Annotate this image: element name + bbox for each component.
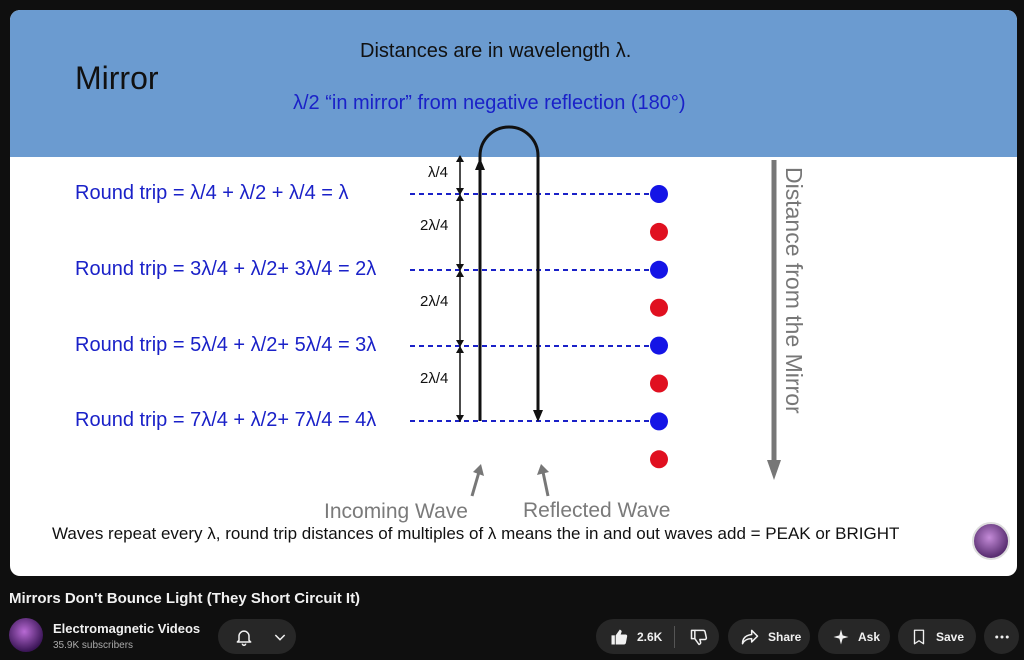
- like-count: 2.6K: [637, 629, 663, 644]
- more-icon: [993, 628, 1011, 646]
- share-button[interactable]: Share: [728, 619, 810, 654]
- blue-phase-dot: [650, 260, 668, 279]
- red-phase-dot: [650, 450, 668, 469]
- red-phase-dot: [650, 298, 668, 317]
- channel-avatar[interactable]: [9, 618, 43, 652]
- mirror-heading: Mirror: [75, 60, 159, 96]
- mirror-band: [10, 10, 1017, 157]
- video-player[interactable]: Mirror Distances are in wavelength λ. λ/…: [10, 10, 1017, 576]
- spacing-label-1: λ/4: [428, 164, 449, 181]
- bookmark-icon: [910, 628, 928, 646]
- wave-path: [478, 125, 540, 421]
- channel-watermark[interactable]: [972, 522, 1010, 560]
- like-separator: [674, 625, 676, 648]
- spacing-label-3: 2λ/4: [420, 293, 449, 310]
- round-trip-4: Round trip = 7λ/4 + λ/2+ 7λ/4 = 4λ: [75, 409, 377, 431]
- blue-phase-dot: [650, 336, 668, 355]
- distances-note: Distances are in wavelength λ.: [360, 40, 632, 62]
- dislike-button[interactable]: [675, 619, 709, 654]
- thumbs-up-icon: [609, 627, 629, 647]
- ask-label: Ask: [858, 629, 881, 644]
- channel-name[interactable]: Electromagnetic Videos: [53, 621, 201, 636]
- red-phase-dot: [650, 222, 668, 241]
- save-label: Save: [936, 629, 965, 644]
- spacing-label-4: 2λ/4: [420, 370, 449, 387]
- bell-icon: [234, 627, 254, 647]
- subscription-button[interactable]: [218, 619, 296, 654]
- reflected-wave-label: Reflected Wave: [523, 499, 671, 522]
- blue-phase-dot: [650, 412, 668, 431]
- sparkle-icon: [832, 628, 850, 646]
- round-trip-3: Round trip = 5λ/4 + λ/2+ 5λ/4 = 3λ: [75, 334, 377, 356]
- share-icon: [740, 627, 760, 647]
- distance-axis-label: Distance from the Mirror: [781, 167, 807, 414]
- negative-reflection-note: λ/2 “in mirror” from negative reflection…: [293, 92, 686, 114]
- phase-dots: [650, 185, 668, 469]
- incoming-wave-label: Incoming Wave: [324, 500, 468, 523]
- bottom-note: Waves repeat every λ, round trip distanc…: [52, 524, 900, 543]
- share-label: Share: [768, 629, 802, 644]
- round-trip-1: Round trip = λ/4 + λ/2 + λ/4 = λ: [75, 182, 349, 204]
- red-phase-dot: [650, 374, 668, 393]
- video-title: Mirrors Don't Bounce Light (They Short C…: [9, 590, 361, 607]
- like-dislike-group: 2.6K: [596, 619, 719, 654]
- thumbs-down-icon: [689, 627, 709, 647]
- chevron-down-icon: [272, 629, 288, 645]
- round-trip-2: Round trip = 3λ/4 + λ/2+ 3λ/4 = 2λ: [75, 258, 377, 280]
- save-button[interactable]: Save: [898, 619, 976, 654]
- ask-button[interactable]: Ask: [818, 619, 890, 654]
- wave-diagram: [410, 125, 781, 497]
- spacing-label-2: 2λ/4: [420, 217, 449, 234]
- like-button[interactable]: 2.6K: [596, 619, 662, 654]
- more-button[interactable]: [984, 619, 1019, 654]
- blue-phase-dot: [650, 185, 668, 203]
- subscriber-count: 35.9K subscribers: [53, 640, 134, 651]
